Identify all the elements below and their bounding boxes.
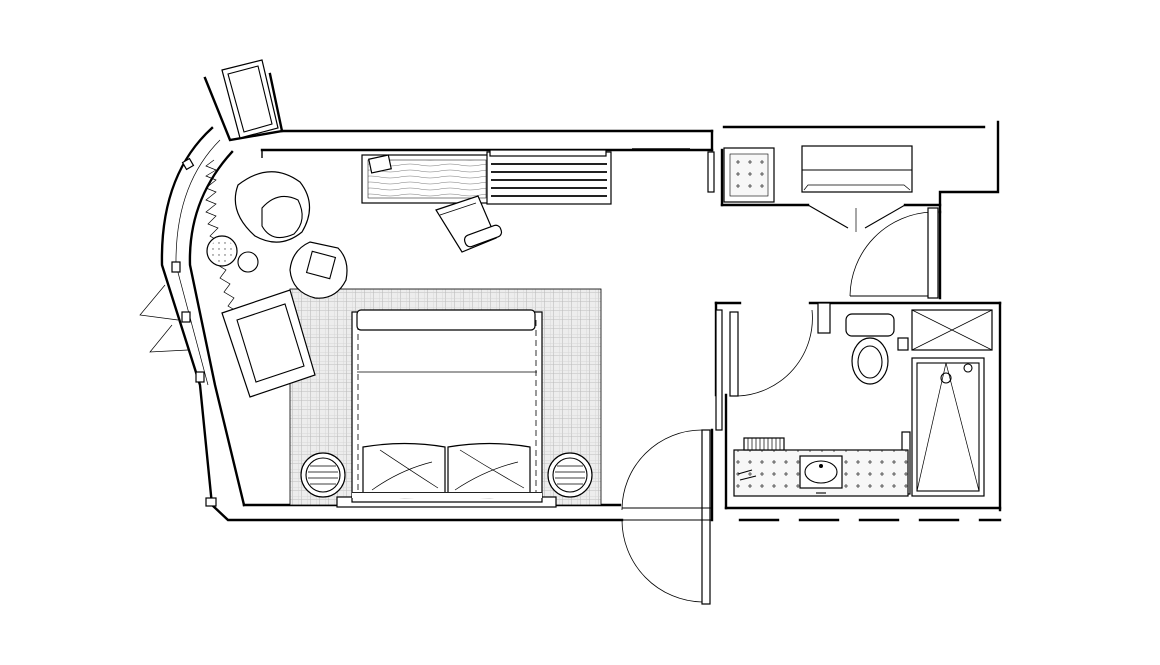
credenza: [486, 149, 612, 205]
ottoman: [289, 241, 348, 299]
toilet: [845, 313, 895, 385]
exterior-walls: [160, 72, 1002, 522]
balcony-door-swing: [139, 284, 189, 353]
wardrobe: [801, 145, 913, 193]
armchair: [221, 289, 316, 398]
round-lounge-chair: [234, 171, 311, 243]
bathroom-door: [729, 309, 813, 397]
nightstand-right: [547, 452, 593, 498]
pillow: [362, 442, 446, 499]
desk: [361, 154, 489, 204]
vanity: [733, 437, 909, 497]
luggage-bench: [723, 147, 775, 203]
side-table: [206, 235, 259, 273]
nightstand-left: [300, 452, 346, 498]
closet-door-swing: [849, 207, 939, 299]
wardrobe-doors: [807, 204, 906, 232]
bath-door-jamb: [715, 309, 723, 431]
pillow: [447, 442, 531, 499]
king-bed: [336, 309, 557, 508]
shower: [901, 309, 993, 497]
window-mullions: [171, 157, 217, 507]
entry-door: [621, 429, 712, 605]
desk-chair: [435, 195, 503, 253]
toilet-paper-holder: [897, 337, 909, 351]
door-jamb: [707, 151, 715, 193]
corner-cabinet: [221, 59, 279, 139]
